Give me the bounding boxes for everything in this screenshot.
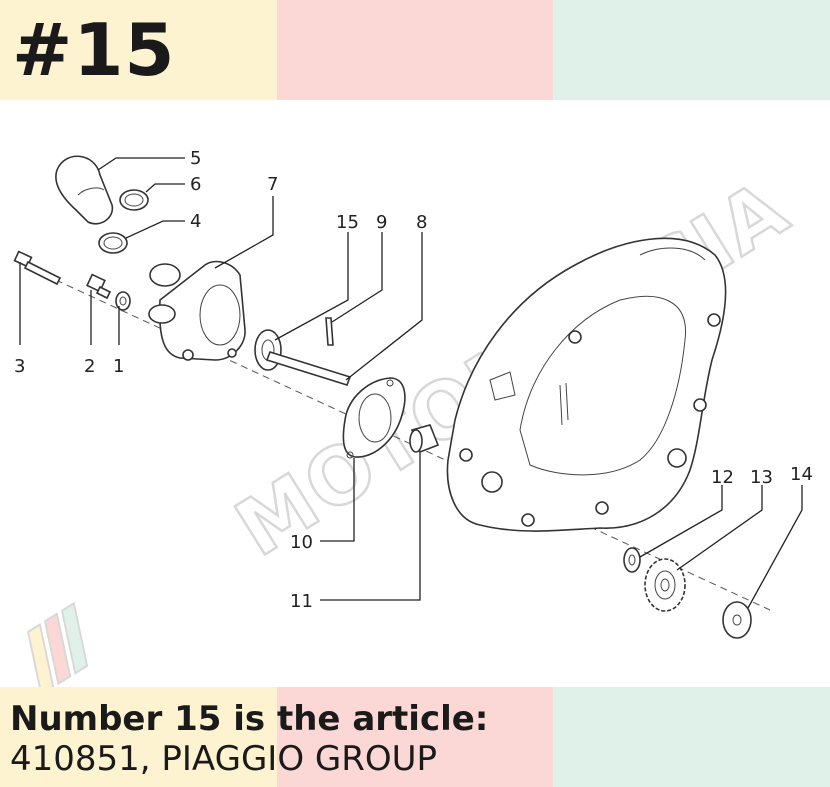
callout-6: 6 <box>190 174 201 195</box>
callout-4: 4 <box>190 211 201 232</box>
crankcase-cover <box>446 237 727 532</box>
callout-8: 8 <box>416 212 427 233</box>
footer-color-band <box>0 687 830 787</box>
part-13-gear <box>644 558 686 612</box>
part-3-bolt <box>13 250 62 286</box>
callout-9: 9 <box>376 212 387 233</box>
callout-10: 10 <box>290 532 313 553</box>
band-yellow <box>0 0 277 100</box>
callout-numbers: 5 6 4 7 15 9 8 3 2 1 10 11 12 13 14 <box>14 148 813 612</box>
callout-7: 7 <box>267 174 278 195</box>
part-6-clamp <box>119 189 149 211</box>
band-yellow <box>0 687 277 787</box>
band-pink <box>277 0 553 100</box>
part-5-hose <box>55 155 114 225</box>
part-8-shaft <box>265 351 352 386</box>
part-2-screw <box>86 273 112 300</box>
part-12-washer <box>623 547 641 573</box>
part-14-washer <box>722 601 752 639</box>
callout-15: 15 <box>336 212 359 233</box>
band-mint <box>553 687 830 787</box>
header-color-band <box>0 0 830 100</box>
part-15-seal <box>254 329 282 371</box>
callout-5: 5 <box>190 148 201 169</box>
callout-14: 14 <box>790 464 813 485</box>
caption-heading: Number 15 is the article: <box>10 699 489 739</box>
callout-2: 2 <box>84 356 95 377</box>
part-11-bushing <box>409 424 440 454</box>
part-10-gasket <box>342 377 406 459</box>
callout-1: 1 <box>113 356 124 377</box>
callout-11: 11 <box>290 591 313 612</box>
leader-lines <box>19 157 803 609</box>
part-7-pump-housing <box>148 260 246 361</box>
callout-3: 3 <box>14 356 25 377</box>
part-9-pin <box>325 317 334 346</box>
part-4-clamp <box>98 232 128 254</box>
band-mint <box>553 0 830 100</box>
exploded-parts-diagram: MOTOMURCIA <box>13 148 813 687</box>
caption-article: 410851, PIAGGIO GROUP <box>10 739 438 779</box>
part-1-washer <box>115 291 131 311</box>
page-title: #15 <box>12 8 176 92</box>
callout-12: 12 <box>711 467 734 488</box>
band-pink <box>277 687 553 787</box>
callout-13: 13 <box>750 467 773 488</box>
